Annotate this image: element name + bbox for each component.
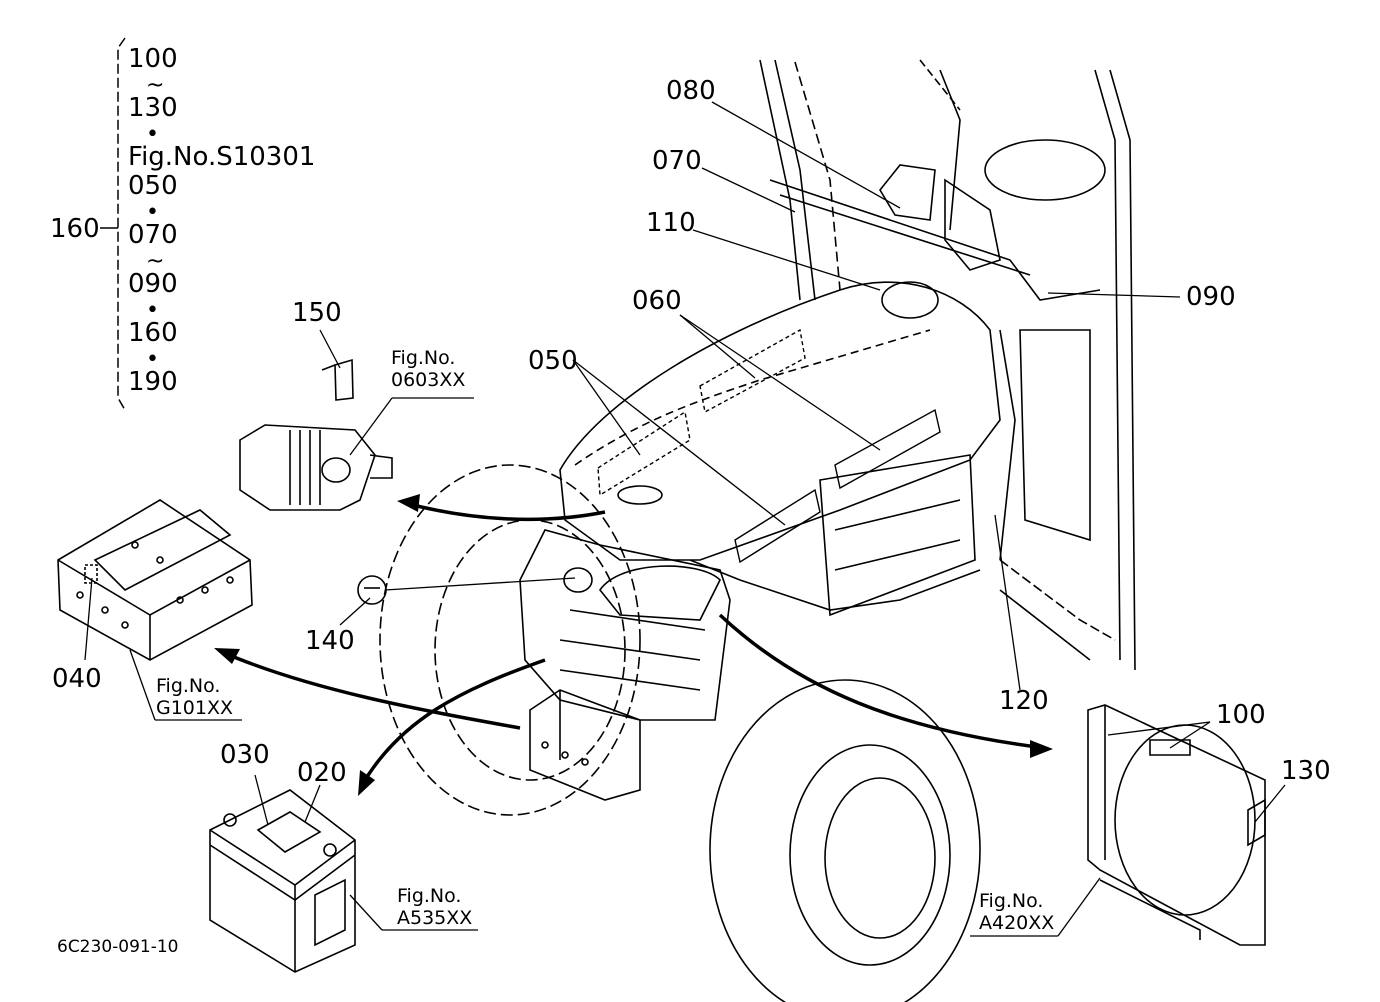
leader-lines bbox=[84, 101, 1286, 937]
callout-160: 160 bbox=[50, 214, 100, 244]
callout-150: 150 bbox=[292, 298, 342, 328]
stack-item: 070 bbox=[128, 220, 178, 250]
cabin-frame bbox=[759, 59, 1136, 671]
assembly-arrows bbox=[221, 501, 1046, 786]
fig-ref-code: A535XX bbox=[397, 906, 473, 929]
callout-040: 040 bbox=[52, 664, 102, 694]
fig-ref-battery: Fig.No. A535XX bbox=[397, 885, 473, 930]
stack-item: 090 bbox=[128, 269, 178, 299]
stack-item: ~ bbox=[146, 249, 165, 274]
fig-ref-code: A420XX bbox=[979, 911, 1055, 934]
fig-ref-label: Fig.No. bbox=[156, 675, 221, 697]
stack-item: • bbox=[146, 122, 159, 147]
stack-item: ~ bbox=[146, 73, 165, 98]
fig-ref-code: 0603XX bbox=[391, 368, 466, 391]
rear-tire bbox=[709, 679, 981, 1002]
callout-060: 060 bbox=[632, 286, 682, 316]
front-weight-bracket bbox=[529, 689, 641, 801]
fig-ref-fan-shroud: Fig.No. A420XX bbox=[979, 890, 1055, 935]
drawing-code: 6C230-091-10 bbox=[57, 937, 179, 957]
label-bracket bbox=[100, 37, 126, 411]
stack-item: • bbox=[146, 347, 159, 372]
callout-130: 130 bbox=[1281, 756, 1331, 786]
stack-item: 160 bbox=[128, 318, 178, 348]
callout-070: 070 bbox=[652, 146, 702, 176]
callout-020: 020 bbox=[297, 758, 347, 788]
air-cleaner bbox=[239, 358, 393, 511]
stack-item: • bbox=[146, 298, 159, 323]
fig-ref-front-frame: Fig.No. G101XX bbox=[156, 675, 234, 720]
bracket-callout-list: 100 ~ 130 • Fig.No.S10301 050 • 070 ~ 09… bbox=[128, 46, 315, 398]
stack-item: 050 bbox=[128, 171, 178, 201]
callout-110: 110 bbox=[646, 208, 696, 238]
stack-item: Fig.No.S10301 bbox=[128, 142, 316, 172]
front-frame bbox=[57, 499, 253, 661]
callout-050: 050 bbox=[528, 346, 578, 376]
hood-decals bbox=[597, 328, 941, 564]
fan-shroud bbox=[1087, 704, 1266, 946]
callout-100: 100 bbox=[1216, 700, 1266, 730]
emblem bbox=[357, 575, 387, 605]
callout-030: 030 bbox=[220, 740, 270, 770]
stack-item: 100 bbox=[128, 44, 178, 74]
fig-ref-air-cleaner: Fig.No. 0603XX bbox=[391, 347, 466, 392]
stack-item: 190 bbox=[128, 367, 178, 397]
callout-080: 080 bbox=[666, 76, 716, 106]
stack-item: • bbox=[146, 200, 159, 225]
fig-ref-label: Fig.No. bbox=[391, 347, 456, 369]
callout-140: 140 bbox=[305, 626, 355, 656]
front-grille bbox=[519, 454, 976, 721]
fig-ref-label: Fig.No. bbox=[397, 885, 462, 907]
fig-ref-label: Fig.No. bbox=[979, 890, 1044, 912]
hood bbox=[559, 281, 1016, 611]
fig-ref-code: G101XX bbox=[156, 696, 234, 719]
steering-wheel bbox=[879, 139, 1106, 271]
stack-item: 130 bbox=[128, 93, 178, 123]
callout-120: 120 bbox=[999, 686, 1049, 716]
callout-090: 090 bbox=[1186, 282, 1236, 312]
battery bbox=[209, 789, 356, 973]
arrow-heads bbox=[214, 494, 1053, 796]
